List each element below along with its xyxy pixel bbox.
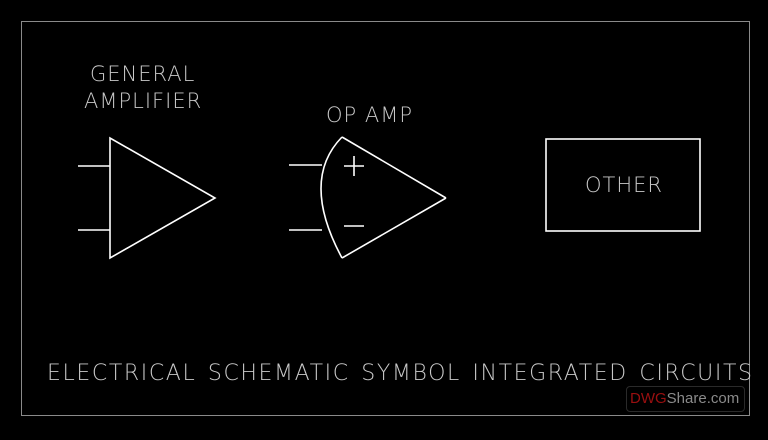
- other-label: OTHER: [585, 173, 664, 197]
- amplifier-triangle-icon: [109, 136, 217, 260]
- general-label-line1: GENERAL: [90, 62, 196, 86]
- op-amp-curved-back: [320, 136, 343, 259]
- op-amp-top-edge: [341, 136, 447, 199]
- watermark-part1: DWG: [630, 390, 667, 407]
- op-amp-label: OP AMP: [326, 103, 414, 127]
- drawing-frame: [21, 21, 750, 416]
- watermark-part2: Share.com: [666, 390, 740, 407]
- op-amp-symbol: [289, 136, 447, 259]
- other-ic-box: [545, 138, 701, 232]
- watermark-badge: DWGShare.com: [626, 386, 745, 412]
- amplifier-label-line2: AMPLIFIER: [84, 89, 203, 113]
- op-amp-bottom-edge: [341, 197, 447, 259]
- general-amplifier-symbol: [78, 136, 217, 260]
- drawing-title: ELECTRICAL SCHEMATIC SYMBOL INTEGRATED C…: [47, 361, 754, 386]
